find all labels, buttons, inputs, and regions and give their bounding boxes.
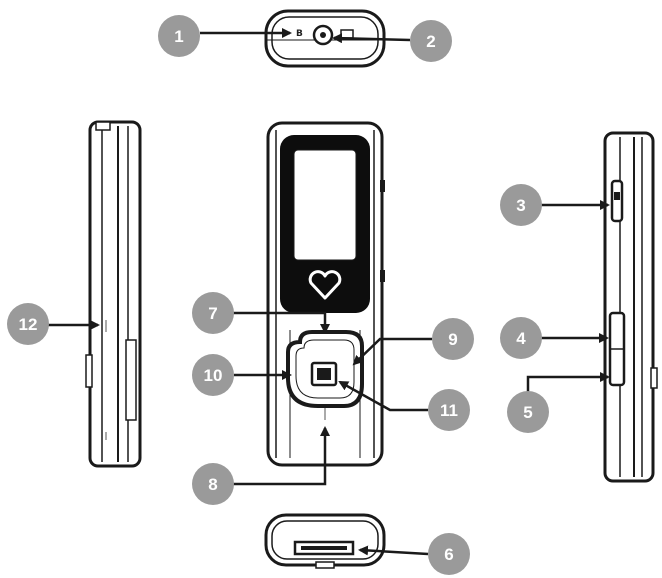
callout-7: 7 — [192, 292, 234, 334]
callout-6: 6 — [428, 533, 470, 575]
top-button-mark: B — [296, 29, 303, 39]
leader-5-arrow-icon — [526, 372, 610, 392]
leader-11-arrow-icon — [338, 380, 428, 412]
right-side-view — [603, 131, 658, 483]
display-screen — [293, 149, 357, 261]
callout-1-label: 1 — [174, 27, 183, 46]
hold-switch — [610, 179, 624, 223]
callout-7-label: 7 — [208, 304, 217, 323]
callout-badges: 1 2 3 4 5 6 7 8 — [7, 15, 549, 575]
callout-2: 2 — [410, 20, 452, 62]
callout-8-label: 8 — [208, 475, 217, 494]
callout-3-label: 3 — [516, 196, 525, 215]
callout-10: 10 — [192, 354, 234, 396]
callout-10-label: 10 — [204, 366, 223, 385]
front-view — [266, 121, 385, 467]
leader-7-arrow-icon — [232, 311, 330, 334]
callout-11-label: 11 — [440, 401, 458, 420]
callout-3: 3 — [500, 184, 542, 226]
callout-5: 5 — [507, 391, 549, 433]
callout-9-label: 9 — [448, 330, 457, 349]
callout-8: 8 — [192, 463, 234, 505]
callout-6-label: 6 — [444, 545, 453, 564]
callout-4: 4 — [500, 317, 542, 359]
callout-11: 11 — [428, 389, 470, 431]
left-side-view — [85, 120, 142, 468]
callout-5-label: 5 — [523, 403, 532, 422]
callout-1: 1 — [158, 15, 200, 57]
leader-lines — [48, 28, 610, 556]
callout-4-label: 4 — [516, 329, 526, 348]
callout-12: 12 — [7, 303, 49, 345]
callout-12-label: 12 — [19, 315, 38, 334]
leader-8-arrow-icon — [232, 426, 330, 486]
callout-2-label: 2 — [426, 32, 435, 51]
leader-6-arrow-icon — [358, 545, 429, 556]
leader-2-arrow-icon — [332, 33, 411, 44]
leader-9-arrow-icon — [352, 337, 432, 366]
heart-logo-icon — [308, 270, 342, 300]
bottom-view — [264, 513, 386, 569]
callout-9: 9 — [432, 318, 474, 360]
